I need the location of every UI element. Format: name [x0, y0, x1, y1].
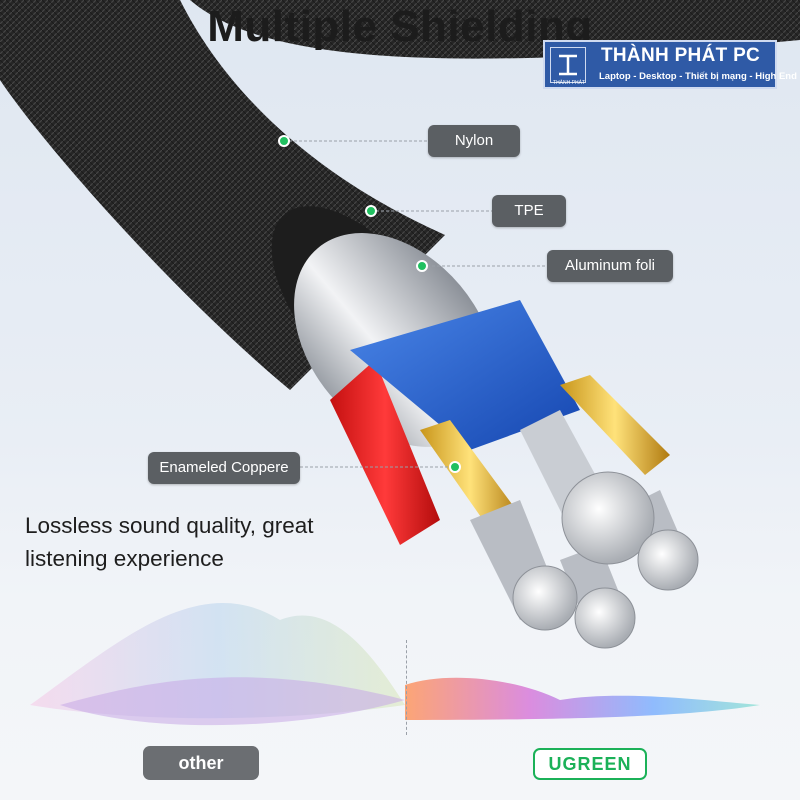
callout-lines: [284, 140, 547, 468]
gold-conductor-left: [420, 420, 520, 530]
gold-conductor-right: [560, 375, 670, 475]
strand-bundle-end: [637, 529, 699, 591]
strand-bundle-end: [574, 587, 636, 649]
description-line: listening experience: [25, 546, 224, 571]
page-title: Multiple Shielding: [207, 2, 593, 51]
brand-tagline: Laptop - Desktop - Thiết bị mạng - High …: [599, 71, 797, 82]
strand-bundle-end: [512, 565, 578, 631]
brand-badge: THÀNH PHÁT THÀNH PHÁT PC Laptop - Deskto…: [543, 40, 797, 89]
brand-logo-text: THÀNH PHÁT: [553, 80, 585, 86]
description: Lossless sound quality, great listening …: [25, 509, 314, 575]
other-label: other: [143, 746, 259, 780]
red-conductor: [330, 360, 440, 545]
brand-logo-icon: [550, 47, 586, 83]
label-nylon: Nylon: [428, 125, 520, 157]
label-copper: Enameled Coppere: [148, 452, 300, 484]
brand-name: THÀNH PHÁT PC: [601, 45, 761, 66]
strand-bundle-end: [561, 471, 655, 565]
sound-wave-other: [60, 677, 405, 726]
description-line: Lossless sound quality, great: [25, 513, 314, 538]
label-aluminum: Aluminum foli: [547, 250, 673, 282]
label-tpe: TPE: [492, 195, 566, 227]
sound-wave-ugreen: [405, 677, 760, 720]
blue-conductor: [350, 300, 580, 450]
ugreen-logo: UGREEN: [533, 748, 647, 780]
comparison-divider: [406, 640, 407, 735]
callout-dots: [278, 135, 461, 473]
